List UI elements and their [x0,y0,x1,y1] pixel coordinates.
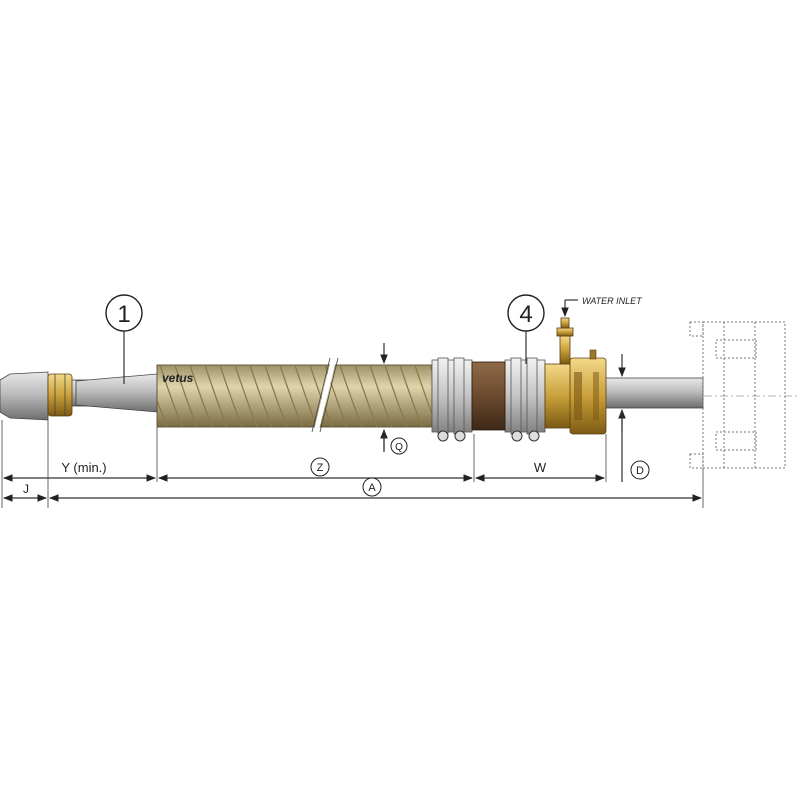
hose-spiral-stripe [234,365,258,427]
dimension-q: Q [380,343,408,455]
j-label: J [23,482,29,496]
w-label: W [534,460,547,475]
seal-housing [544,317,607,435]
hose-clamps [431,357,546,442]
y-min-label: Y (min.) [61,460,106,475]
engine-coupling-outline [689,321,786,469]
dimension-d: D [618,354,650,482]
hose-spiral-stripe [159,365,183,427]
hose-spiral-stripe [369,365,393,427]
hose-spiral-stripe [204,365,228,427]
hose-spiral-stripe [189,365,213,427]
dimension-row-1: Y (min.) Z W [3,457,605,482]
callout-4-number: 4 [519,301,532,328]
callout-1: 1 [105,294,143,384]
stern-tube-end [75,373,158,413]
a-label: A [368,482,376,494]
callout-1-number: 1 [117,301,130,328]
stern-tube-hose: vetus [156,357,433,433]
z-label: Z [317,462,324,474]
shaft-nut [47,373,73,417]
hose-spiral-stripe [279,365,303,427]
hose-spiral-stripe [249,365,273,427]
extension-lines [1,420,704,508]
hose-spiral-stripe [264,365,288,427]
hose-spiral-stripe [174,365,198,427]
callout-4: 4 [507,294,545,364]
hose-spiral-stripe [414,365,432,416]
dimension-row-2: J A [3,477,702,502]
hose-spiral-stripe [219,365,243,427]
d-label: D [636,465,644,477]
hose-spiral-stripe [399,365,423,427]
hose-spiral-stripe [384,365,408,427]
water-inlet-label: WATER INLET [582,296,643,306]
brand-label: vetus [162,371,194,385]
hose-spiral-stripe [354,365,378,427]
hose-spiral-stripe [339,365,363,427]
q-label: Q [395,442,403,453]
water-inlet-callout: WATER INLET [561,296,643,317]
rubber-coupling [471,361,506,431]
hose-spiral-stripe [157,398,168,427]
